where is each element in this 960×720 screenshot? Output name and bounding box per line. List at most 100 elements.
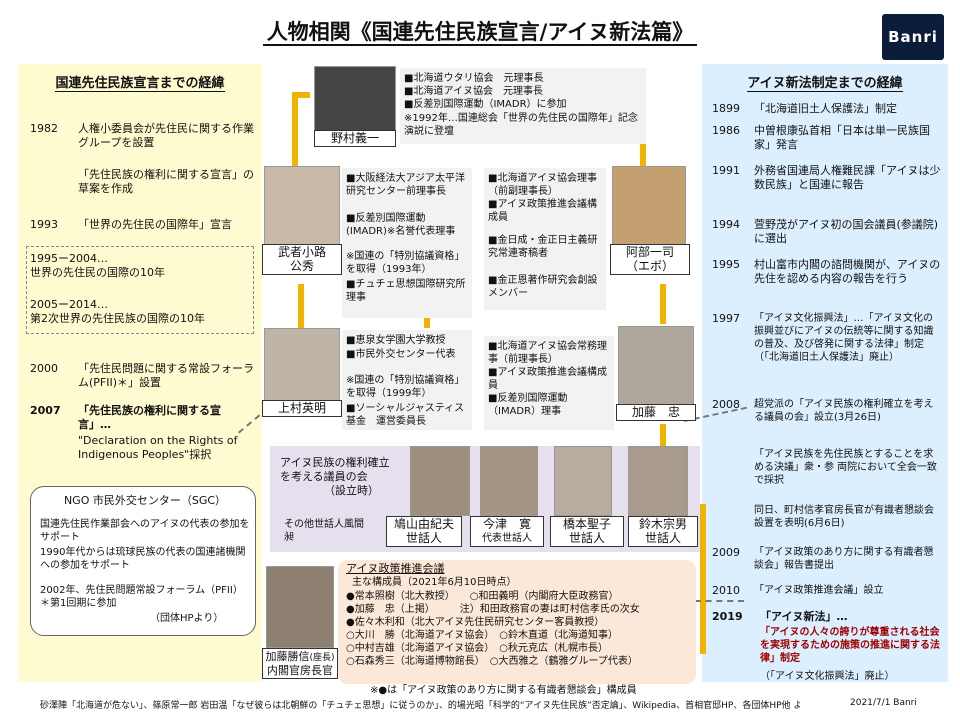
right-year-2008: 2008	[712, 398, 740, 411]
mushakoji-photo	[264, 166, 340, 250]
right-event-2019-note: （「アイヌ文化振興法」廃止）	[760, 671, 895, 682]
connector-line	[292, 92, 310, 98]
giin-no-kai-other: その他世話人風間昶	[284, 519, 364, 543]
connector-line	[660, 424, 666, 446]
uemura-role-2: ■市民外交センター代表	[346, 349, 456, 360]
footer-date: 2021/7/1 Banri	[850, 698, 917, 708]
mushakoji-info-box	[342, 168, 472, 318]
mushakoji-role-4: ■チュチェ思想国際研究所 理事	[346, 279, 475, 303]
mushakoji-role-2: ■反差別国際運動(IMADR)※名誉代表理事	[346, 213, 456, 237]
suishin-member-row-5: ○中村吉雄（北海道アイヌ協会） ○秋元克広（札幌市長）	[346, 643, 608, 654]
nomura-role-3: ■反差別国際運動（IMADR）に参加	[404, 99, 567, 110]
left-event-2007-en: "Declaration on the Rights of Indigenous…	[78, 434, 238, 461]
giin-no-kai-est: （設立時）	[324, 484, 379, 497]
kato-tadashi-role-2: ■アイヌ政策推進会議構成員	[488, 367, 607, 391]
decades-box	[26, 246, 254, 334]
uemura-role-1: ■恵泉女学園大学教授	[346, 335, 446, 346]
ngo-line-3: 2002年、先住民問題常設フォーラム（PFII）＊第1回期に参加	[40, 585, 243, 609]
ngo-sgc-box	[30, 486, 256, 636]
right-event-1986: 中曽根康弘首相「日本は単一民族国家」発言	[754, 124, 930, 151]
abe-info-box	[484, 168, 606, 310]
hashimoto-name: 橋本聖子	[550, 516, 624, 533]
decade-1-text: 世界の先住民の国際の10年	[30, 266, 165, 279]
nomura-name: 野村義一	[314, 130, 396, 147]
right-year-1994: 1994	[712, 218, 740, 231]
suishin-member-row-4: ○大川 勝（北海道アイヌ協会） ○鈴木直道（北海道知事）	[346, 630, 618, 641]
mushakoji-role-1: ■大阪経法大アジア太平洋研究センター前理事長	[346, 173, 466, 197]
suishin-member-row-3: ●佐々木利和（北大アイヌ先住民研究センター客員教授）	[346, 617, 605, 628]
kato-katsunobu-role: 内閣官房長官	[262, 663, 338, 679]
uemura-role-4: ■ソーシャルジャスティス基金 運営委員長	[346, 403, 465, 427]
imazu-photo	[480, 446, 538, 516]
mushakoji-role-3: ※国連の「特別協議資格」を取得（1993年）	[346, 251, 465, 275]
connector-line	[298, 284, 304, 328]
right-event-1995: 村山富市内閣の諮問機関が、アイヌの先住を認める内容の報告を行う	[754, 258, 941, 285]
abe-name-1: 阿部一司	[610, 244, 690, 261]
mushakoji-name-1: 武者小路	[262, 244, 342, 261]
hashimoto-role: 世話人	[550, 531, 624, 547]
left-panel-heading: 国連先住民族宣言までの経緯	[55, 76, 225, 92]
suishin-kaigi-members: 主な構成員（2021年6月10日時点）	[352, 577, 517, 588]
kato-katsunobu-photo	[266, 566, 334, 648]
decade-1: 1995ー2004…	[30, 252, 108, 265]
right-year-2009: 2009	[712, 546, 740, 559]
left-event-1982: 人権小委員会が先住民に関する作業グループを設置	[78, 122, 254, 149]
right-event-2019-title: 「アイヌ新法」…	[760, 610, 848, 623]
right-event-resolution: 「アイヌ民族を先住民族とすることを求める決議」衆・参 両院において全会一致で採択	[754, 449, 937, 486]
giin-no-kai-title: アイヌ民族の権利確立を考える議員の会	[280, 456, 390, 483]
uemura-info-box	[342, 330, 472, 430]
suzuki-role: 世話人	[628, 531, 698, 547]
right-event-2008: 超党派の「アイヌ民族の権利確立を考える議員の会」設立(3月26日)	[754, 399, 934, 423]
uemura-photo	[264, 328, 340, 404]
suishin-legend: ※●は「アイヌ政策のあり方に関する有識者懇談会」構成員	[370, 685, 637, 696]
right-year-2010: 2010	[712, 584, 740, 597]
right-year-1991: 1991	[712, 164, 740, 177]
nomura-role-2: ■北海道アイヌ協会 元理事長	[404, 86, 543, 97]
ngo-title: NGO 市民外交センター（SGC）	[63, 494, 227, 507]
decade-2: 2005ー2014…	[30, 298, 108, 311]
right-event-1994: 萱野茂がアイヌ初の国会議員(参議院)に選出	[754, 218, 939, 245]
right-event-1899: 「北海道旧土人保護法」制定	[754, 102, 897, 115]
suishin-member-row-2: ●加藤 忠（上掲） 注）和田政務官の妻は町村信孝氏の次女	[346, 604, 640, 615]
abe-role-3: ■金日成・金正日主義研究常連寄稿者	[488, 235, 598, 259]
suishin-kaigi-title: アイヌ政策推進会議	[346, 562, 445, 575]
uemura-role-3: ※国連の「特別協議資格」を取得（1999年）	[346, 375, 465, 399]
suishin-kaigi-box	[338, 560, 696, 684]
abe-role-1: ■北海道アイヌ協会理事（前副理事長）	[488, 173, 597, 197]
hashimoto-photo	[554, 446, 612, 516]
right-year-1986: 1986	[712, 124, 740, 137]
dashed-link	[684, 600, 744, 602]
left-year-1993: 1993	[30, 218, 58, 231]
decade-2-text: 第2次世界の先住民族の国際の10年	[30, 312, 205, 325]
right-year-1899: 1899	[712, 102, 740, 115]
right-event-2019-law: 「アイヌの人々の誇りが尊重される社会を実現するための施策の推進に関する法律」制定	[760, 627, 940, 664]
footer-sources: 砂澤陣「北海道が危ない」、篠原常一郎 岩田温「なぜ彼らは北朝鮮の「チュチェ思想」…	[40, 701, 800, 711]
right-event-panel: 同日、町村信孝官房長官が有識者懇談会設置を表明(6月6日)	[754, 505, 934, 529]
banri-logo: Banri	[882, 14, 944, 60]
nomura-role-4: ※1992年…国連総会「世界の先住民の国際年」記念演説に登壇	[404, 113, 638, 137]
ngo-line-1: 国連先住民作業部会へのアイヌの代表の参加をサポート	[40, 519, 250, 543]
abe-photo	[612, 166, 686, 250]
hatoyama-photo	[410, 446, 470, 516]
nomura-role-1: ■北海道ウタリ協会 元理事長	[404, 73, 544, 84]
ngo-line-2: 1990年代からは琉球民族の代表の国連諸機関への参加をサポート	[40, 547, 246, 571]
left-event-draft: 「先住民族の権利に関する宣言」の草案を作成	[78, 168, 254, 195]
left-year-1982: 1982	[30, 122, 58, 135]
suishin-member-row-1: ●常本照樹（北大教授） ○和田義明（内閣府大臣政務官）	[346, 591, 619, 602]
right-event-2010: 「アイヌ政策推進会議」設立	[754, 585, 884, 596]
nomura-info-box	[400, 68, 646, 144]
ngo-source: （団体HPより）	[150, 613, 224, 624]
right-event-2009: 「アイヌ政策のあり方に関する有識者懇談会」報告書提出	[754, 547, 934, 571]
abe-role-4: ■金正恩著作研究会創設メンバー	[488, 275, 598, 299]
right-year-2019: 2019	[712, 610, 743, 623]
suishin-member-row-6: ○石森秀三（北海道博物館長） ○大西雅之（鶴雅グループ代表）	[346, 656, 638, 667]
connector-line	[700, 504, 706, 654]
kato-tadashi-role-3: ■反差別国際運動（IMADR）理事	[488, 393, 568, 417]
hatoyama-role: 世話人	[386, 531, 462, 547]
right-timeline-panel: アイヌ新法制定までの経緯	[702, 64, 948, 682]
abe-name-2: （エボ）	[610, 259, 690, 275]
right-event-1991: 外務省国連局人権難民課「アイヌは少数民族」と国連に報告	[754, 164, 941, 191]
left-year-2007: 2007	[30, 404, 61, 417]
left-year-2000: 2000	[30, 362, 58, 375]
kato-tadashi-photo	[618, 326, 694, 410]
